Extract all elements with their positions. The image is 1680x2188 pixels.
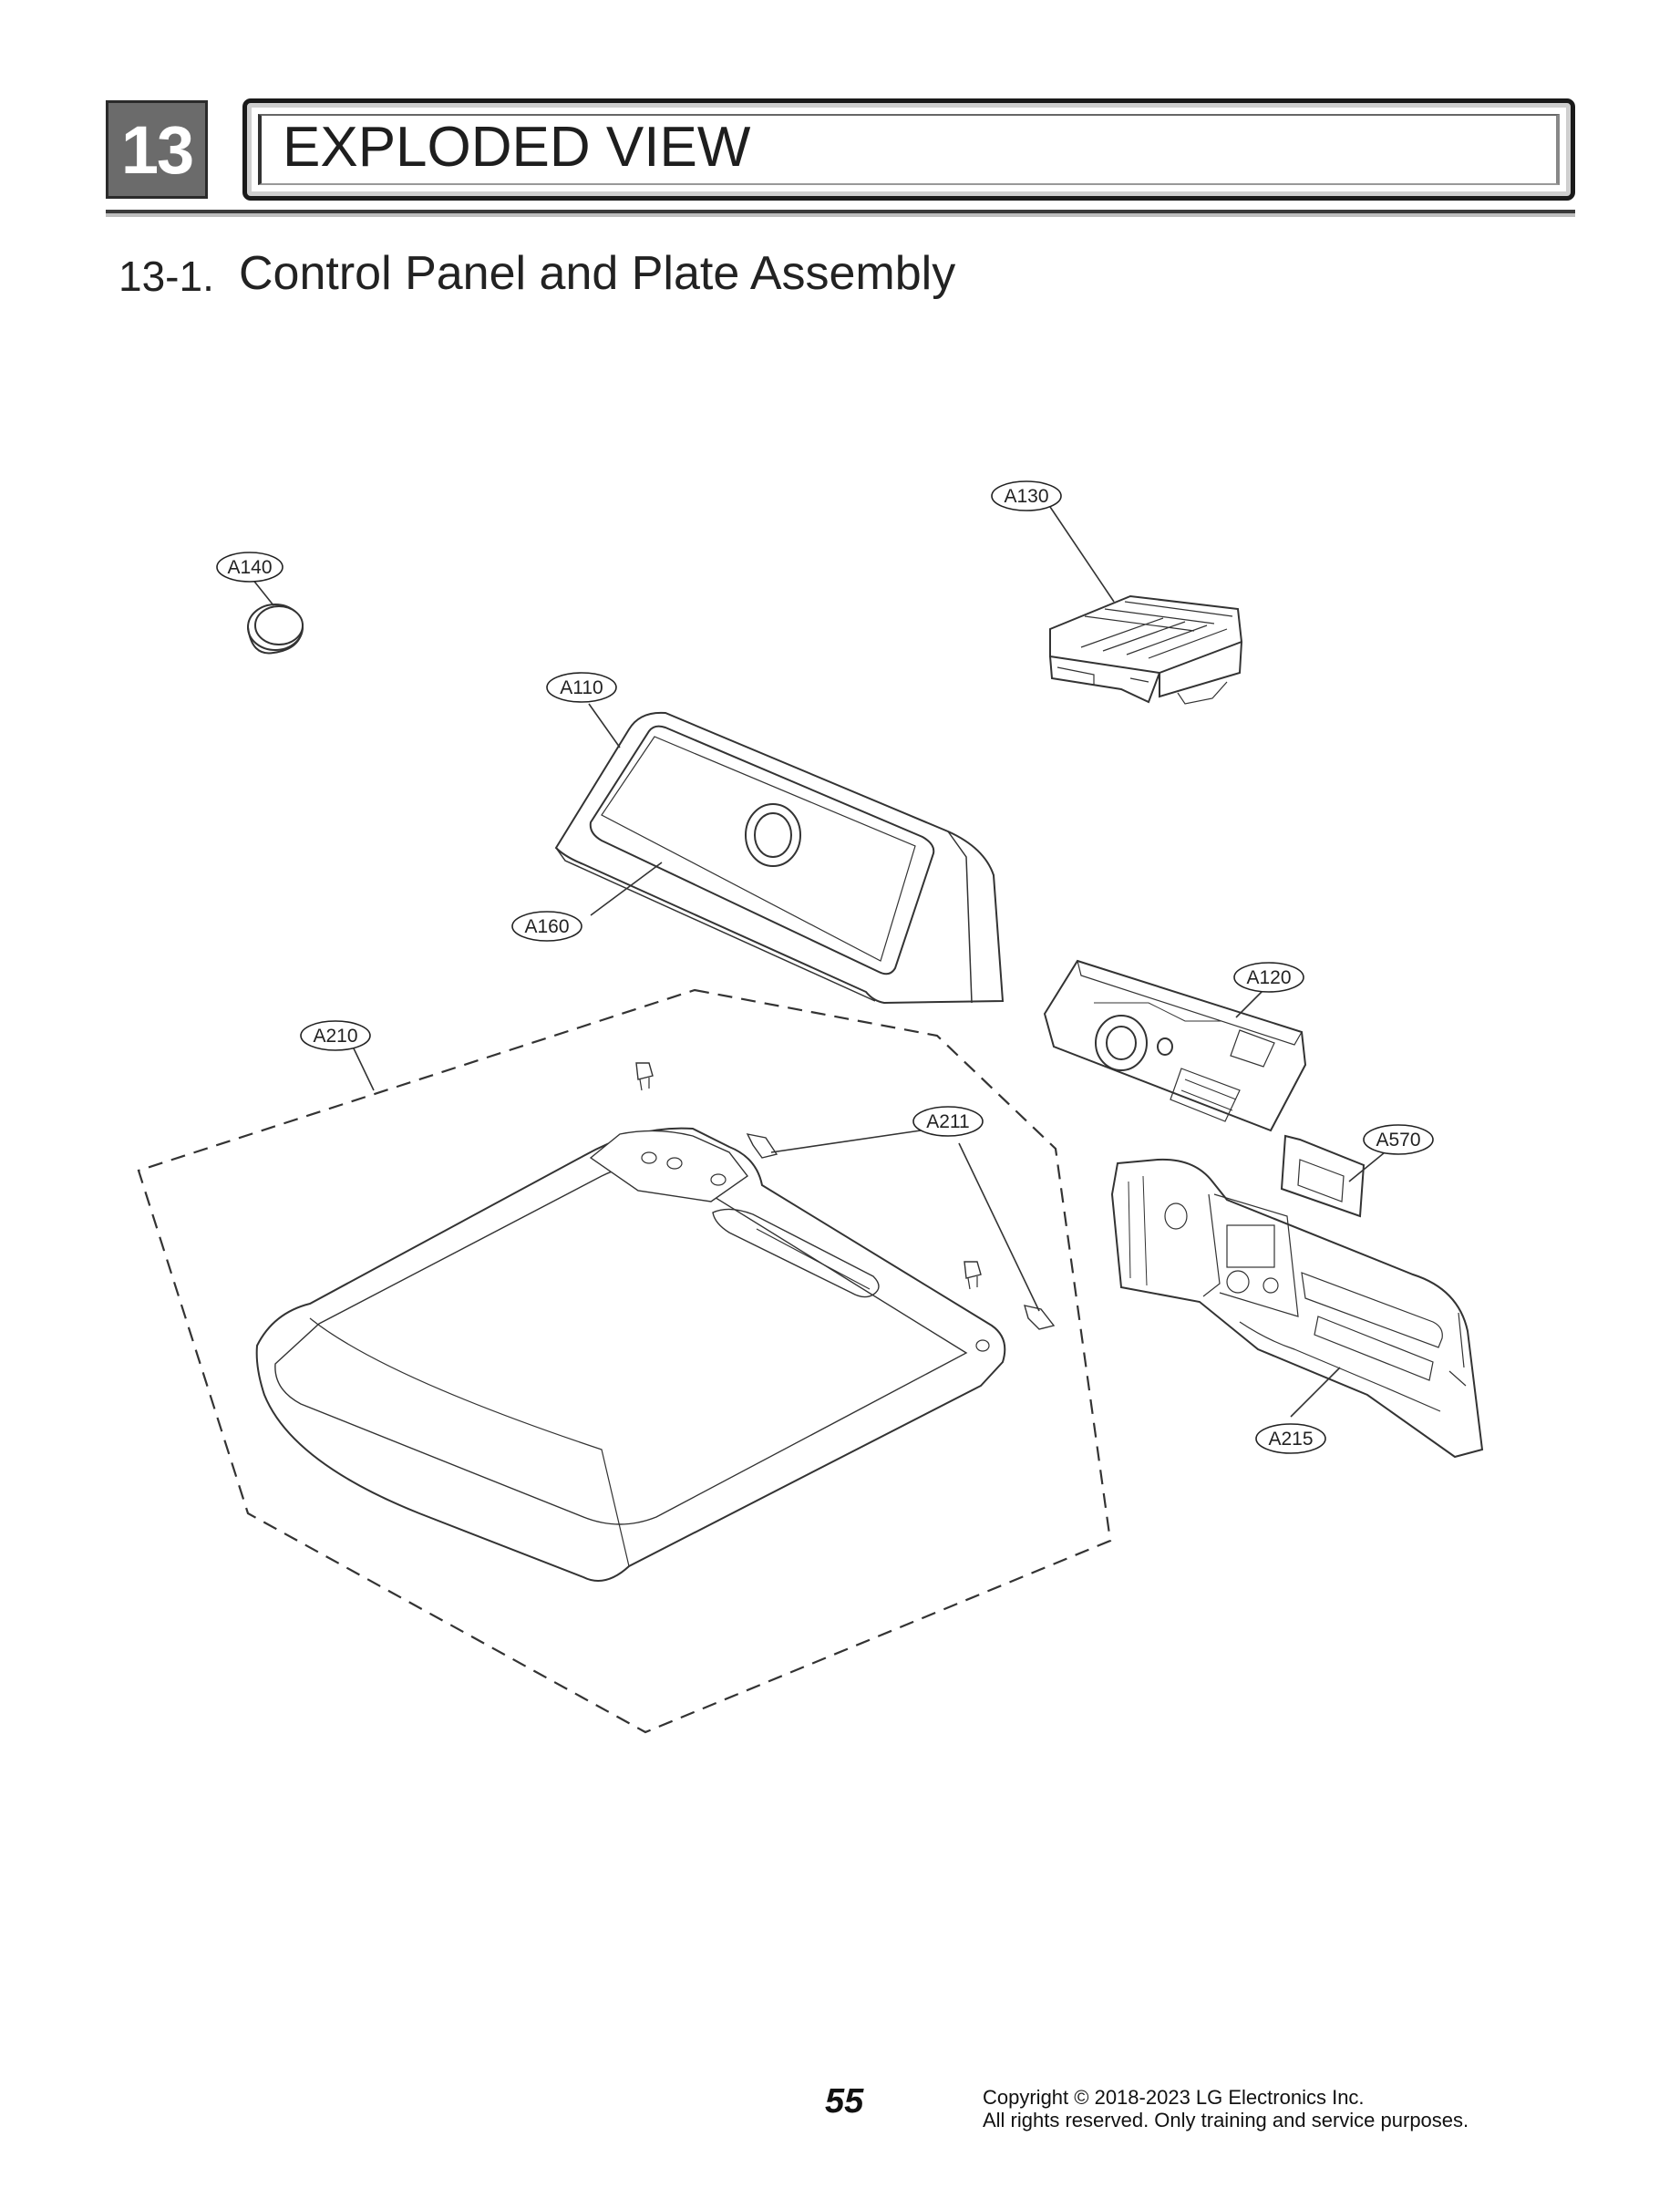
callout-A211: A211 bbox=[912, 1106, 984, 1137]
hinge-clip-part-1 bbox=[746, 1133, 778, 1159]
callout-A130: A130 bbox=[991, 480, 1062, 511]
copyright-line-1: Copyright © 2018-2023 LG Electronics Inc… bbox=[983, 2086, 1365, 2109]
callout-A110-label: A110 bbox=[560, 677, 603, 698]
knob-part bbox=[247, 604, 304, 655]
callout-A215: A215 bbox=[1255, 1423, 1326, 1454]
callout-A215-label: A215 bbox=[1268, 1429, 1313, 1450]
chapter-title: EXPLODED VIEW bbox=[283, 116, 751, 179]
section-number: 13-1. bbox=[119, 253, 214, 300]
chapter-number: 13 bbox=[120, 111, 194, 188]
top-plate-part bbox=[255, 1127, 1006, 1582]
cover-plate-part bbox=[1280, 1134, 1366, 1218]
callout-A160-label: A160 bbox=[524, 916, 569, 937]
page-number: 55 bbox=[825, 2082, 864, 2121]
callout-A210: A210 bbox=[300, 1020, 371, 1051]
callout-A130-label: A130 bbox=[1004, 486, 1048, 507]
callout-A160: A160 bbox=[511, 911, 582, 942]
header-rule bbox=[106, 210, 1575, 213]
top-plate-group-boundary bbox=[137, 988, 1112, 1734]
header-rule-shadow bbox=[106, 213, 1575, 217]
callout-A140-label: A140 bbox=[227, 557, 272, 578]
callout-A120: A120 bbox=[1233, 962, 1304, 993]
chapter-number-box: 13 bbox=[106, 100, 208, 199]
chapter-title-box bbox=[242, 98, 1575, 201]
callout-A211-label: A211 bbox=[926, 1111, 970, 1132]
callout-A110: A110 bbox=[546, 672, 617, 703]
callout-A570-label: A570 bbox=[1376, 1130, 1420, 1151]
callout-A120-label: A120 bbox=[1246, 967, 1291, 988]
copyright-line-2: All rights reserved. Only training and s… bbox=[983, 2109, 1469, 2131]
hinge-clip-part-2 bbox=[1024, 1305, 1056, 1330]
section-title: Control Panel and Plate Assembly bbox=[239, 247, 956, 300]
callout-A210-label: A210 bbox=[313, 1026, 357, 1047]
copyright-notice: Copyright © 2018-2023 LG Electronics Inc… bbox=[983, 2086, 1469, 2131]
pcb-assembly-part bbox=[1049, 594, 1243, 705]
display-pcb-part bbox=[1043, 959, 1307, 1132]
callout-A140: A140 bbox=[216, 552, 283, 583]
screw-part-1 bbox=[635, 1062, 654, 1091]
callout-A570: A570 bbox=[1363, 1124, 1434, 1155]
rear-plate-part bbox=[1110, 1158, 1484, 1459]
control-panel-part bbox=[554, 711, 1005, 1005]
screw-part-2 bbox=[964, 1261, 982, 1290]
